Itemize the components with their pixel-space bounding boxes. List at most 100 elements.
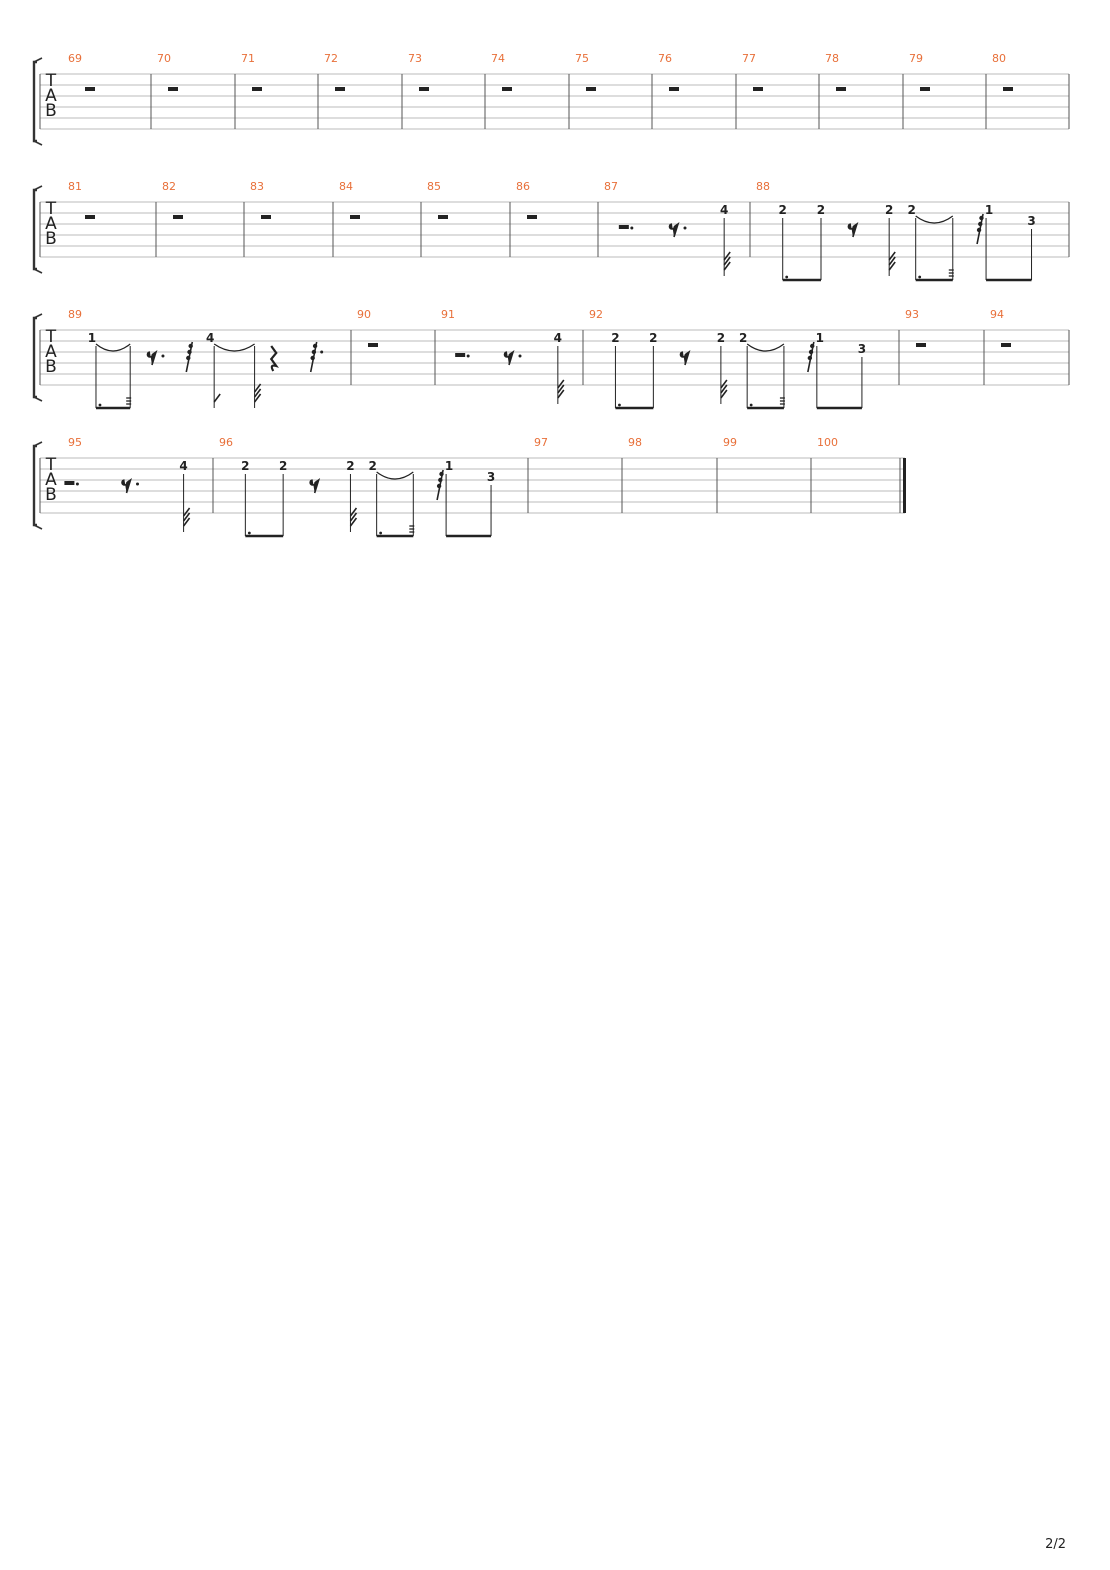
rest-flag-dot [979,215,984,221]
system-bracket [32,444,37,527]
note-flag [557,379,565,389]
measure-number: 86 [516,180,530,193]
fret-number: 3 [487,470,495,484]
measure-number: 96 [219,436,233,449]
note-dot [785,275,789,279]
fret-number: 4 [720,203,728,217]
fret-number: 1 [816,331,824,345]
whole-rest [368,343,378,347]
rest-dot [630,226,634,230]
fret-number: 2 [611,331,619,345]
measure-number: 85 [427,180,441,193]
half-rest [64,481,75,485]
note-dot [618,403,621,407]
whole-rest [1003,87,1013,91]
final-barline-thick [903,458,906,513]
whole-rest [173,215,183,219]
tab-clef-letter: T [45,71,57,91]
note-dot [749,403,753,407]
measure-number: 80 [992,52,1006,65]
tie-curve [376,471,414,480]
measure-number: 99 [723,436,737,449]
measure-number: 92 [589,308,603,321]
fret-number: 2 [649,331,657,345]
note-flag [888,261,896,271]
whole-rest [586,87,596,91]
bracket-tip [33,185,43,274]
note-flag [723,261,731,271]
fret-number: 2 [241,459,249,473]
rest-dot [136,482,139,486]
measure-number: 84 [339,180,353,193]
whole-rest [350,215,360,219]
measure-number: 81 [68,180,82,193]
tab-clef-letter: B [45,101,57,121]
rest-flag-dot [808,349,814,355]
fret-number: 1 [445,459,453,473]
rest-flag-dot [311,349,317,355]
whole-rest [502,87,512,91]
system-bracket [32,60,37,143]
fret-number: 2 [279,459,287,473]
note-flag [720,379,728,389]
fret-number: 4 [206,331,214,345]
measure-number: 98 [628,436,642,449]
fret-number: 2 [368,459,376,473]
tab-clef-letter: A [45,342,57,362]
note-flag [557,389,565,399]
rest-flag-dot [978,221,983,227]
rest-flag-dot [188,343,193,349]
tab-clef-letter: T [45,327,57,347]
system-bracket [32,188,37,271]
whole-rest [168,87,178,91]
note-flag [888,256,896,266]
rest-dot [75,482,79,486]
measure-number: 79 [909,52,923,65]
note-flag [720,384,728,394]
whole-rest [753,87,763,91]
note-flag [349,507,358,517]
measure-number: 89 [68,308,82,321]
fret-number: 2 [739,331,747,345]
rest-dot [320,350,324,354]
fret-number: 2 [346,459,354,473]
measure-number: 97 [534,436,548,449]
eighth-rest [503,349,515,366]
bracket-tip [33,441,43,530]
whole-rest [836,87,846,91]
note-flag [720,389,728,399]
note-flag [213,393,221,403]
note-flag [723,251,731,261]
measure-number: 88 [756,180,770,193]
measure-number: 93 [905,308,919,321]
fret-number: 2 [908,203,916,217]
fret-number: 1 [88,331,96,345]
note-flag [349,512,358,522]
eighth-rest [847,221,859,238]
measure-number: 77 [742,52,756,65]
note-flag [557,384,565,394]
measure-number: 90 [357,308,371,321]
measure-number: 73 [408,52,422,65]
system-bracket [32,316,37,399]
measure-number: 71 [241,52,255,65]
fret-number: 1 [985,203,993,217]
fret-number: 2 [817,203,825,217]
whole-rest [1001,343,1011,347]
tab-clef-letter: T [45,199,57,219]
whole-rest [669,87,679,91]
note-dot [98,403,102,407]
rest-flag-dot [439,471,444,477]
measure-number: 91 [441,308,455,321]
tie-curve [746,343,785,352]
rest-flag-dot [187,349,192,355]
rest-dot [683,226,687,230]
measure-number: 100 [817,436,838,449]
tab-clef-letter: A [45,86,57,106]
measure-number: 76 [658,52,672,65]
note-flag [182,507,191,517]
note-dot [379,531,383,535]
fret-number: 2 [779,203,787,217]
whole-rest [438,215,448,219]
rest-flag-dot [186,355,191,361]
